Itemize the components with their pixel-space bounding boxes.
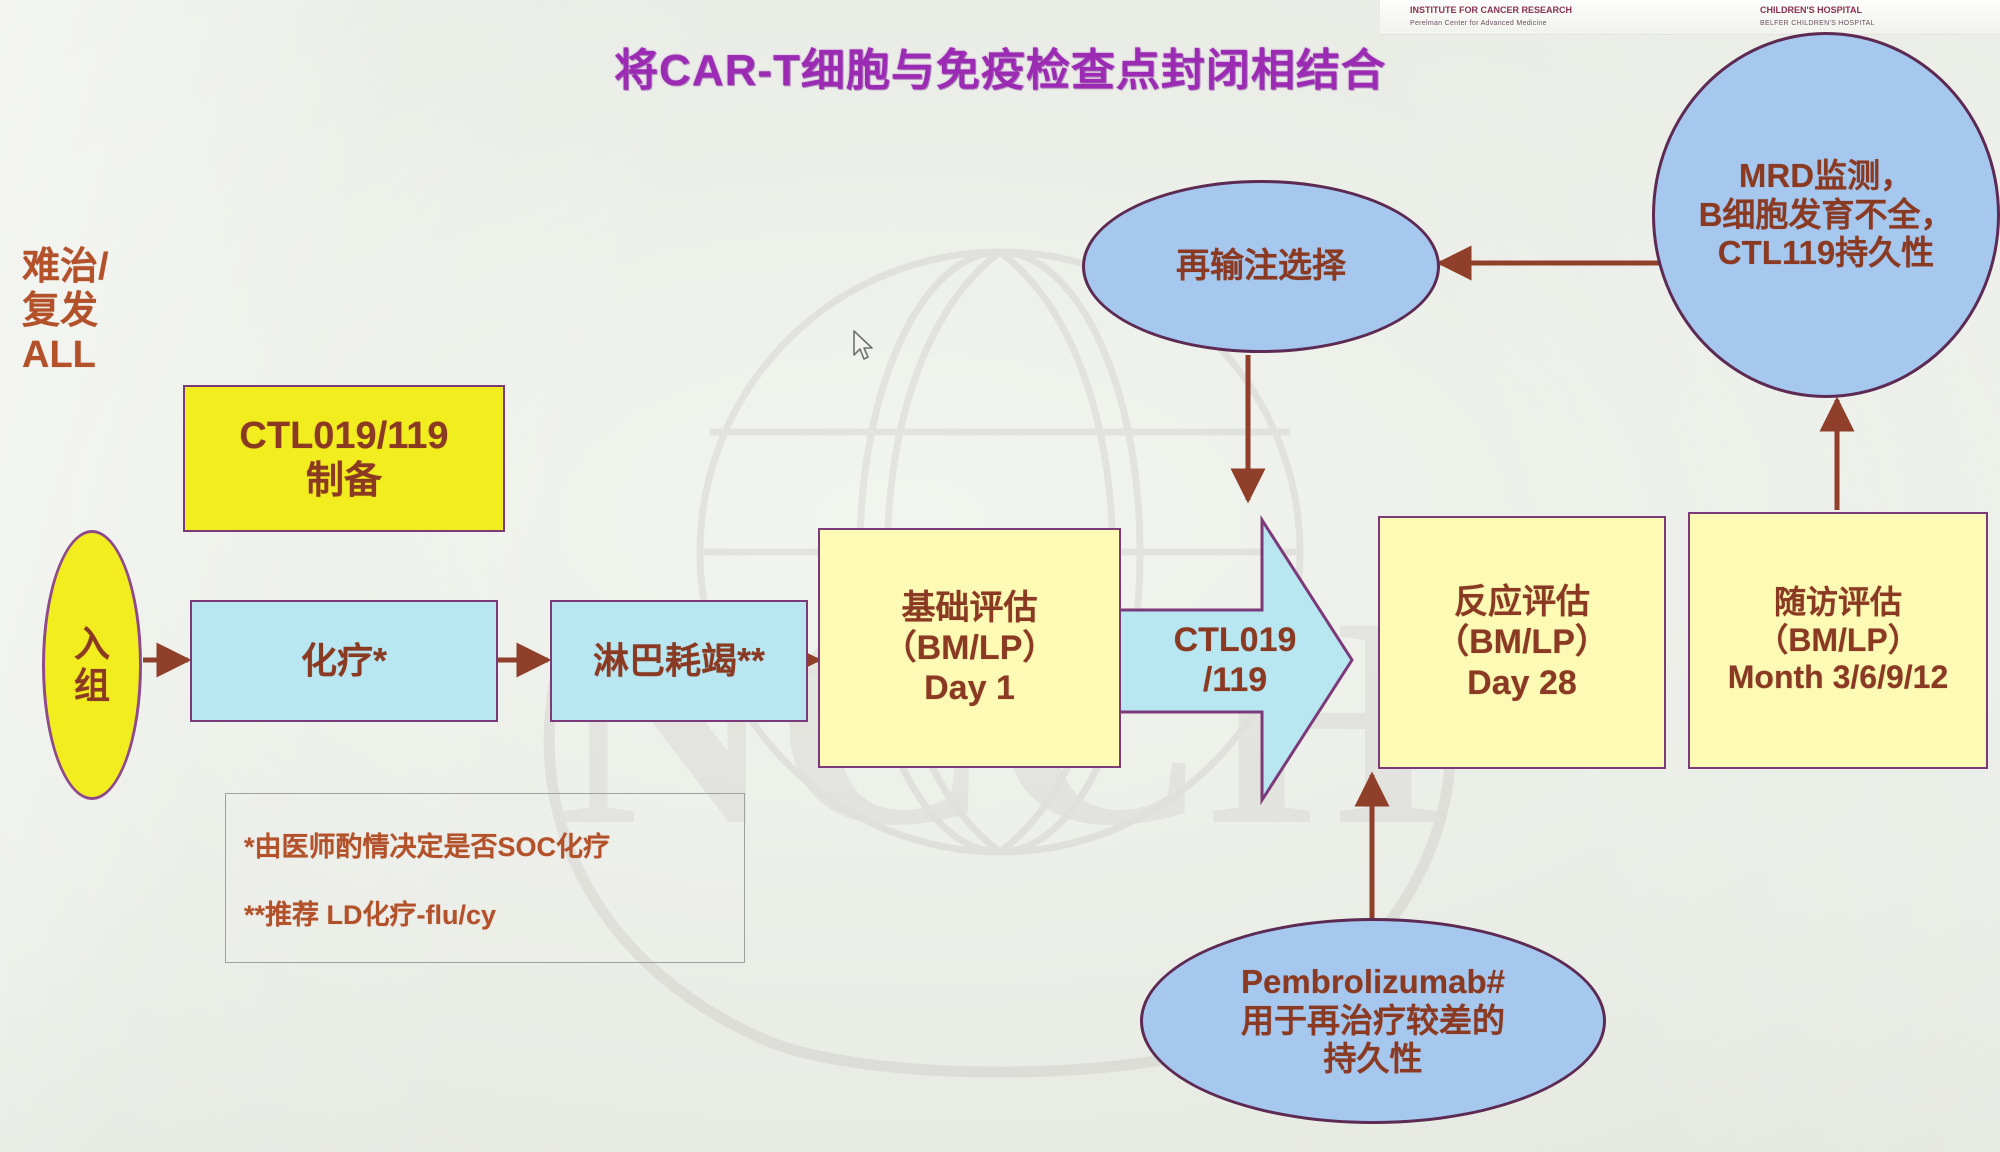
patient-group-line-2: 复发	[22, 290, 99, 333]
mrd-line-1: MRD监测，	[1738, 156, 1914, 194]
mrd-line-2: B细胞发育不全，	[1698, 195, 1954, 233]
footnote-line-2: **推荐 LD化疗-flu/cy	[244, 899, 497, 930]
pembro-line-2: 用于再治疗较差的	[1241, 1001, 1505, 1039]
header-logo-left: INSTITUTE FOR CANCER RESEARCH	[1410, 5, 1573, 15]
followup-line-2: （BM/LP）	[1756, 621, 1920, 658]
infusion-label-line-1: CTL019	[1173, 620, 1297, 659]
mrd-monitoring-ellipse[interactable]: MRD监测， B细胞发育不全， CTL119持久性	[1652, 32, 2000, 398]
patient-group-line-1: 难治/	[22, 246, 109, 288]
footnote-line-1: *由医师酌情决定是否SOC化疗	[244, 831, 611, 862]
patient-group-label: 难治/ 复发 ALL	[22, 245, 109, 377]
baseline-line-3: Day 1	[924, 669, 1015, 708]
response-line-3: Day 28	[1467, 663, 1577, 702]
lymphodepletion-box[interactable]: 淋巴耗竭**	[550, 600, 808, 722]
manufacture-line-2: 制备	[305, 459, 382, 502]
pembrolizumab-ellipse[interactable]: Pembrolizumab# 用于再治疗较差的 持久性	[1140, 918, 1606, 1124]
followup-assessment-box[interactable]: 随访评估 （BM/LP） Month 3/6/9/12	[1688, 512, 1988, 769]
enroll-line-2: 组	[73, 665, 110, 706]
enroll-line-1: 入	[73, 622, 110, 664]
mrd-line-3: CTL119持久性	[1717, 234, 1935, 272]
infusion-arrow-label: CTL019 /119	[1140, 600, 1330, 720]
patient-group-line-3: ALL	[22, 334, 96, 377]
response-line-1: 反应评估	[1454, 583, 1590, 622]
lymphodepletion-line-1: 淋巴耗竭**	[592, 639, 766, 681]
header-caption-right: BELFER CHILDREN'S HOSPITAL	[1760, 20, 1875, 27]
infusion-label-line-2: /119	[1202, 661, 1268, 699]
pembro-line-1: Pembrolizumab#	[1240, 962, 1506, 1000]
footnote-box: *由医师酌情决定是否SOC化疗 **推荐 LD化疗-flu/cy	[225, 793, 745, 963]
reinfusion-line-1: 再输注选择	[1176, 247, 1346, 286]
pembro-line-3: 持久性	[1323, 1040, 1423, 1078]
reinfusion-option-ellipse[interactable]: 再输注选择	[1082, 180, 1440, 353]
baseline-assessment-box[interactable]: 基础评估 （BM/LP） Day 1	[818, 528, 1121, 768]
enroll-ellipse[interactable]: 入 组	[42, 530, 142, 800]
header-strip: INSTITUTE FOR CANCER RESEARCH Perelman C…	[1380, 0, 2000, 35]
header-caption-left: Perelman Center for Advanced Medicine	[1410, 20, 1547, 27]
response-line-2: （BM/LP）	[1435, 623, 1609, 662]
manufacture-box[interactable]: CTL019/119 制备	[183, 385, 505, 532]
header-logo-right: CHILDREN'S HOSPITAL	[1760, 5, 1862, 15]
chemo-line-1: 化疗*	[300, 639, 387, 681]
followup-line-3: Month 3/6/9/12	[1727, 659, 1949, 696]
followup-line-1: 随访评估	[1773, 583, 1902, 620]
baseline-line-1: 基础评估	[901, 588, 1038, 627]
baseline-line-2: （BM/LP）	[882, 628, 1057, 667]
response-assessment-box[interactable]: 反应评估 （BM/LP） Day 28	[1378, 516, 1666, 769]
slide-title: 将CAR-T细胞与免疫检查点封闭相结合	[614, 46, 1386, 95]
manufacture-line-1: CTL019/119	[239, 414, 449, 457]
chemo-box[interactable]: 化疗*	[190, 600, 498, 722]
